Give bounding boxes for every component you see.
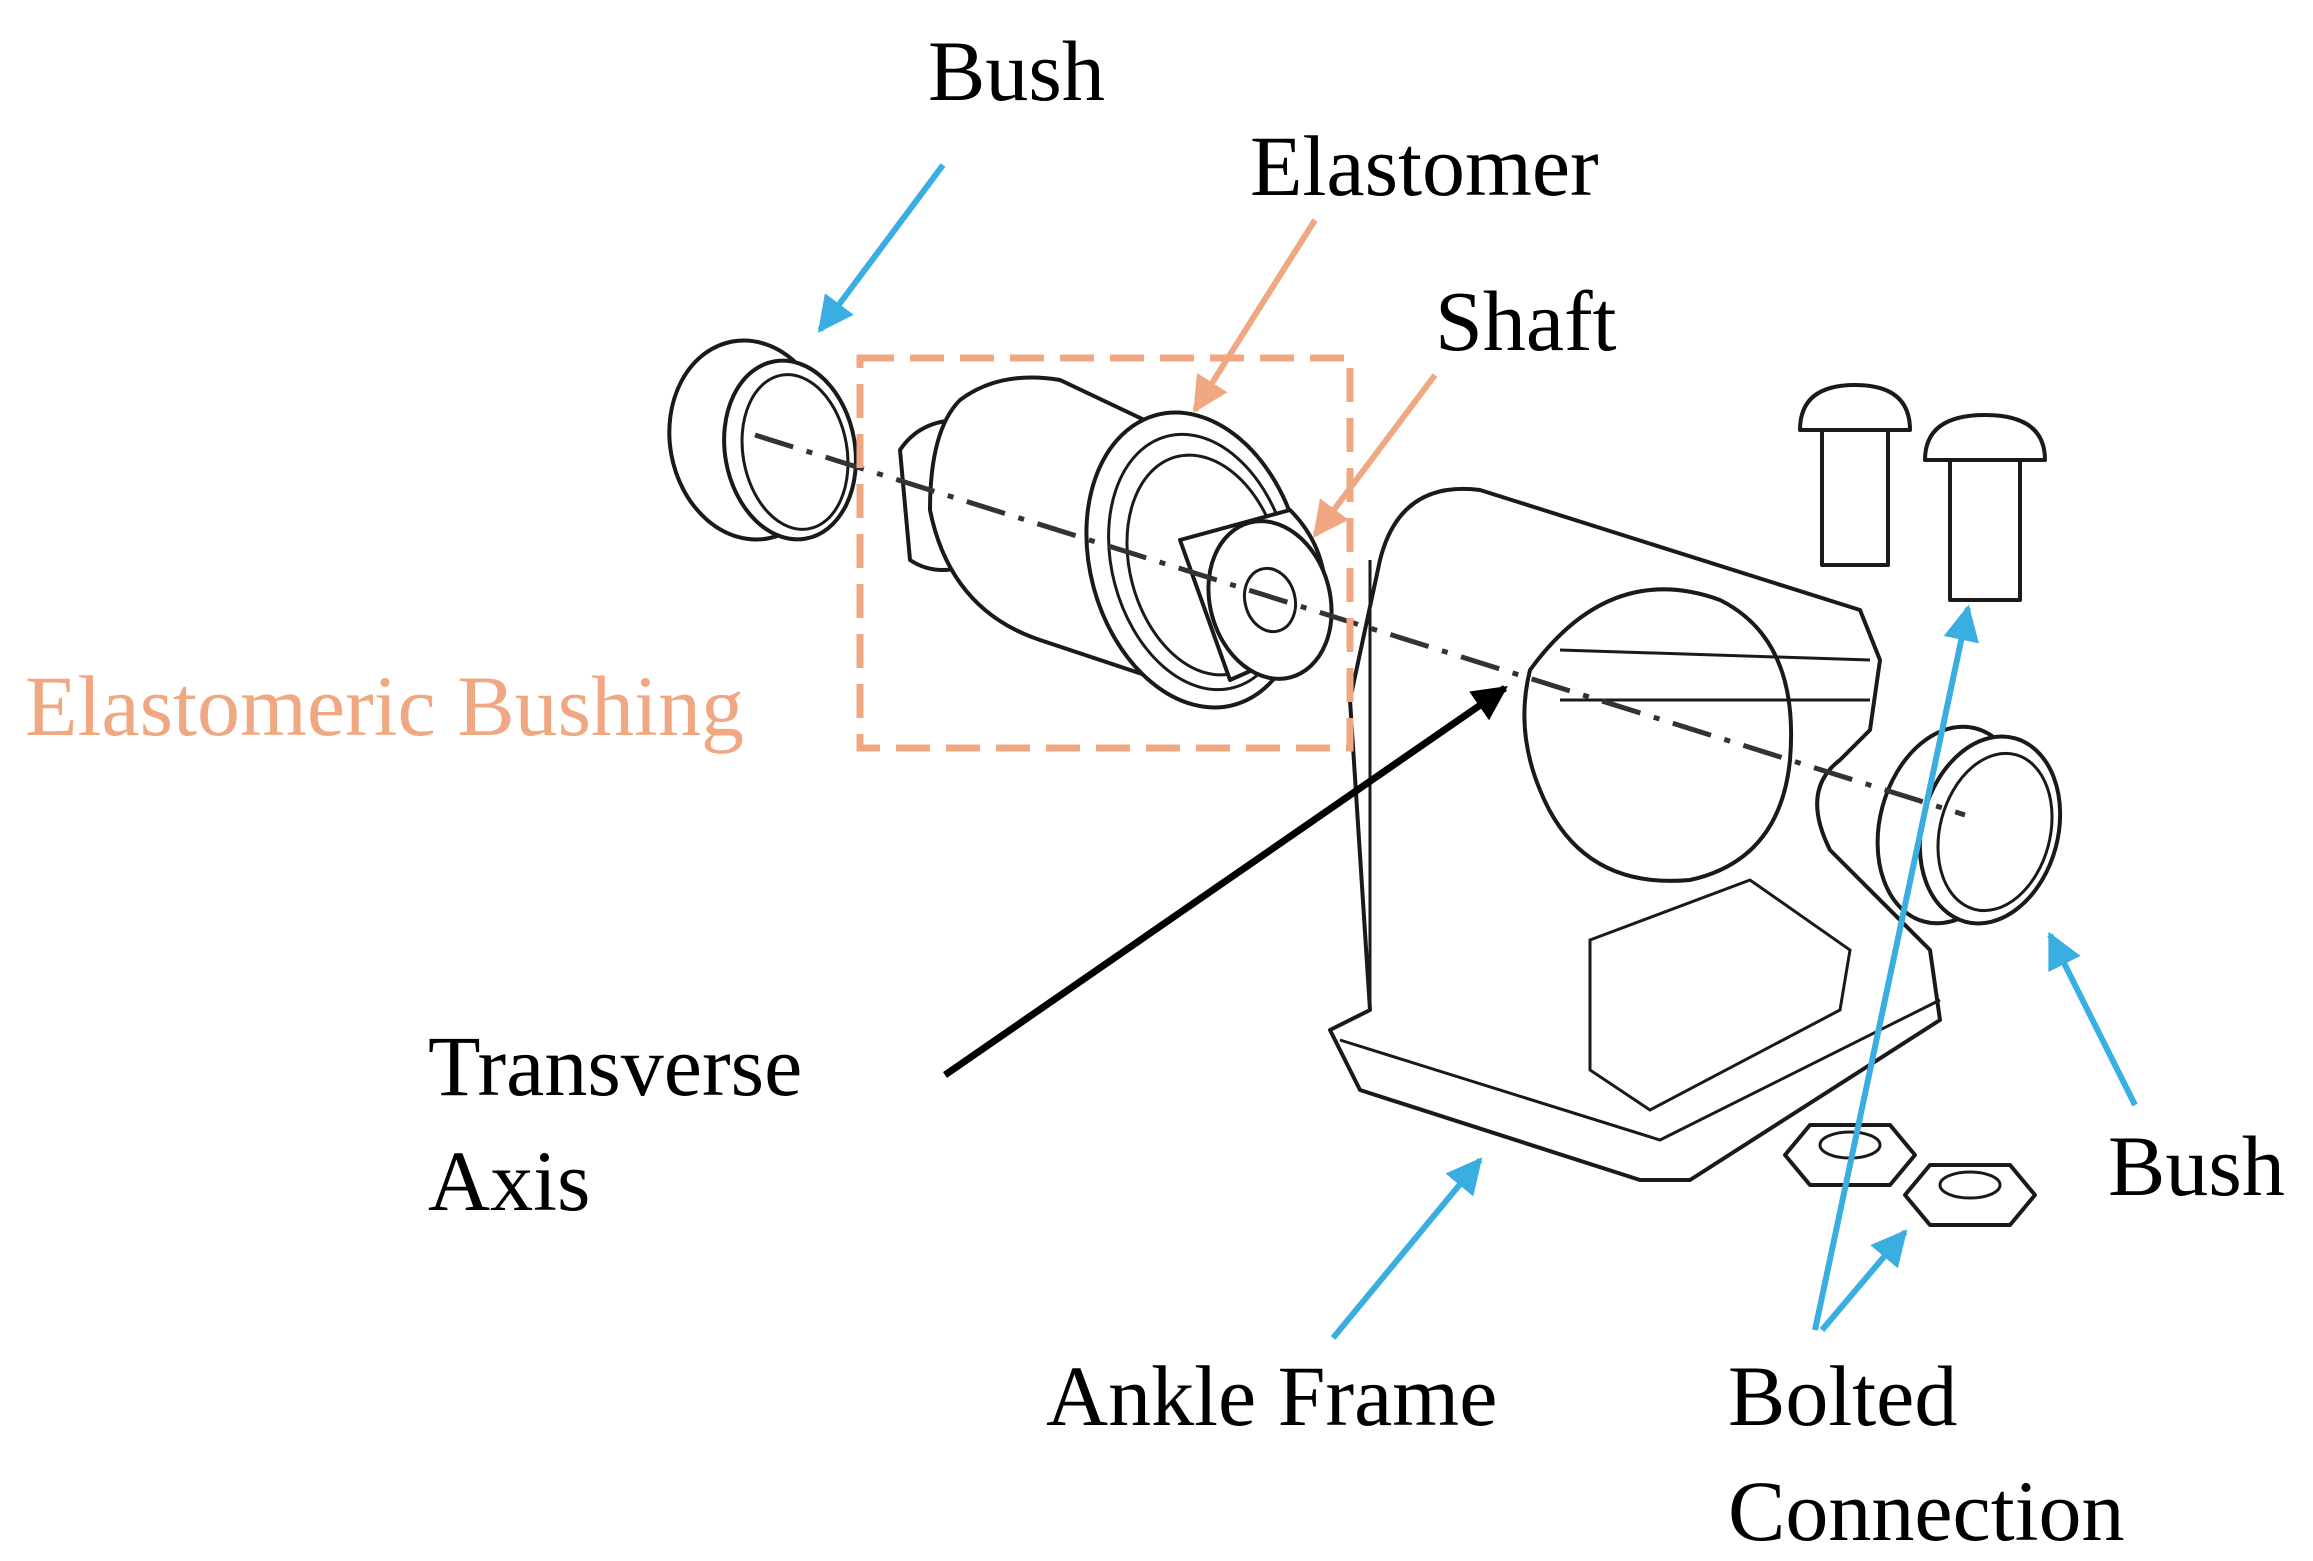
label-transverse-axis-line2: Axis — [428, 1133, 590, 1229]
label-elastomeric-bushing: Elastomeric Bushing — [25, 658, 744, 754]
right-bush-part — [1875, 724, 2063, 926]
arrow-bush-right — [2047, 931, 2138, 1107]
left-bush-part — [667, 338, 858, 542]
arrow-shaft — [1312, 373, 1438, 538]
arrow-ankle-frame — [1330, 1157, 1483, 1340]
elastomer-shaft-part — [898, 375, 1334, 710]
nut-right-part — [1903, 1163, 2037, 1227]
label-shaft: Shaft — [1435, 273, 1617, 369]
label-bolted-connection-line1: Bolted — [1728, 1348, 1957, 1444]
arrow-bolted-nut — [1819, 1229, 1908, 1332]
transverse-axis-line — [754, 432, 1966, 818]
label-ankle-frame: Ankle Frame — [1046, 1348, 1497, 1444]
label-bolted-connection-line2: Connection — [1728, 1463, 2125, 1556]
bolt-right-part — [1923, 413, 2047, 602]
arrow-transverse-axis — [943, 685, 1508, 1078]
arrow-bush-top — [817, 163, 946, 333]
ankle-frame-part — [1328, 486, 1942, 1182]
label-bush-top: Bush — [928, 23, 1105, 119]
bolt-left-part — [1798, 383, 1912, 567]
arrow-bolted-up — [1812, 604, 1979, 1331]
label-transverse-axis-line1: Transverse — [428, 1018, 802, 1114]
elastomeric-bushing-box — [856, 354, 1354, 752]
label-elastomer: Elastomer — [1250, 118, 1599, 214]
label-bush-right: Bush — [2108, 1118, 2285, 1214]
arrow-elastomer — [1192, 218, 1318, 414]
